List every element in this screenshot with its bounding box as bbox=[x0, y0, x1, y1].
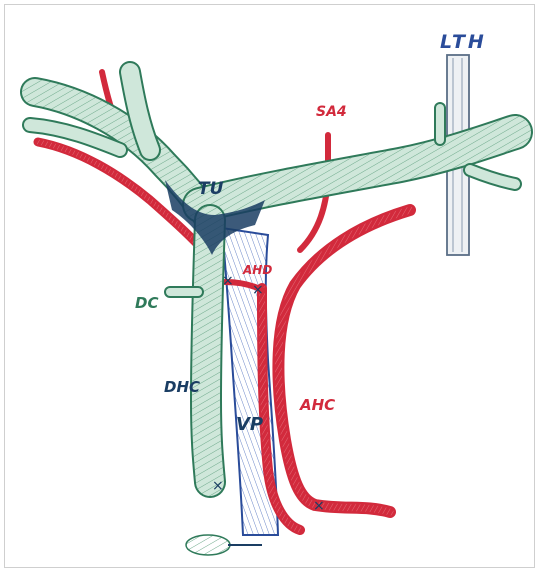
svg-text:×: × bbox=[252, 282, 264, 298]
label-sa4: SA4 bbox=[316, 104, 347, 120]
label-ahd: AHD bbox=[242, 263, 272, 277]
svg-text:×: × bbox=[212, 478, 224, 494]
label-dc: DC bbox=[135, 294, 158, 312]
label-tu: TU bbox=[198, 179, 224, 199]
label-vp: VP bbox=[236, 414, 263, 435]
label-ahc: AHC bbox=[299, 396, 335, 414]
svg-text:×: × bbox=[222, 273, 234, 289]
svg-text:×: × bbox=[313, 498, 325, 514]
bottom-stump bbox=[186, 535, 262, 555]
label-dhc: DHC bbox=[164, 378, 200, 396]
label-lth: LTH bbox=[440, 31, 487, 53]
